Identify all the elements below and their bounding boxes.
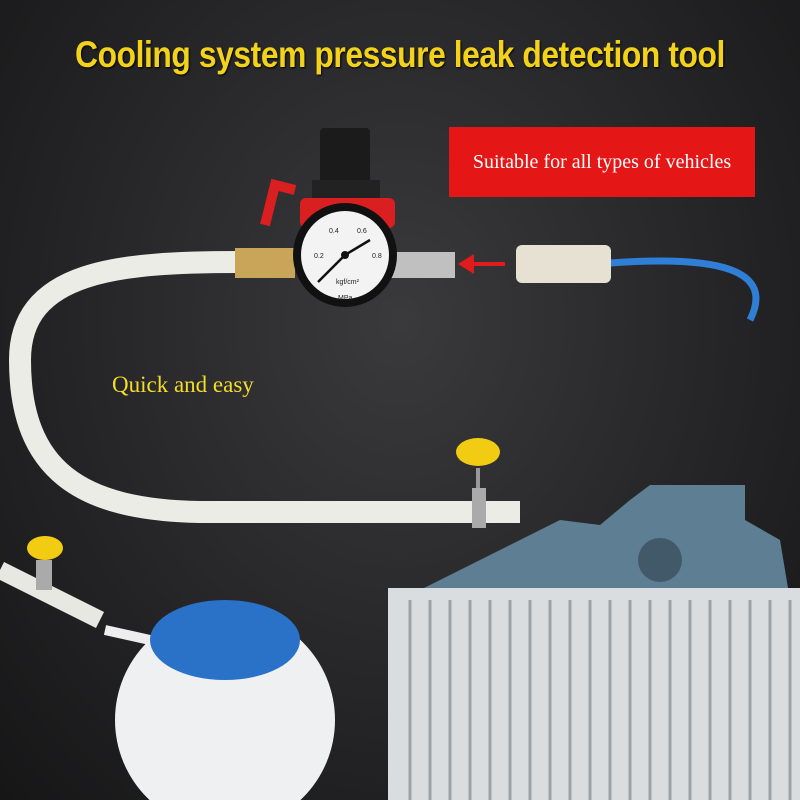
- arrow-left-icon: [458, 254, 505, 274]
- air-hose: [609, 257, 760, 322]
- gauge-tick: 0.2: [314, 253, 324, 260]
- gauge-unit: MPa: [338, 295, 353, 302]
- clamp-key-icon: [456, 438, 500, 528]
- gauge-unit: kgf/cm²: [336, 279, 360, 286]
- radiator: [388, 485, 800, 800]
- gauge-tick: 0.8: [372, 253, 382, 260]
- quick-coupler: [516, 245, 611, 283]
- headline: Cooling system pressure leak detection t…: [75, 34, 725, 75]
- gauge-tick: 0.6: [357, 228, 367, 235]
- caption: Quick and easy: [112, 372, 254, 397]
- silicone-hose: [8, 251, 520, 523]
- pressure-regulator: [235, 128, 455, 307]
- gauge-tick: 0.4: [329, 228, 339, 235]
- expansion-tank: [0, 536, 335, 800]
- compatibility-badge: Suitable for all types of vehicles: [449, 127, 755, 197]
